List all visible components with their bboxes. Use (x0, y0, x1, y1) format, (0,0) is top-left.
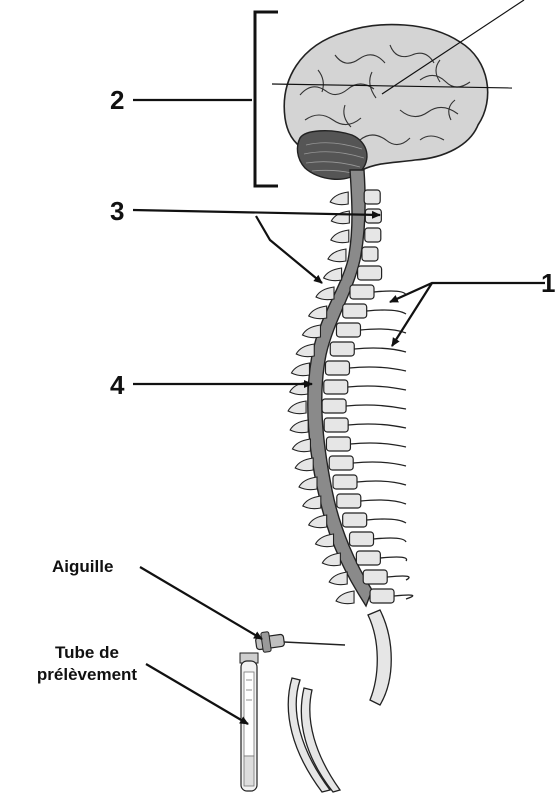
vertebra-body (358, 266, 382, 280)
spinal-nerve (394, 595, 413, 599)
vertebra-body (356, 551, 380, 565)
tube-label-line-1: Tube de (32, 642, 142, 664)
spinous-process (331, 230, 349, 243)
vertebra-body (322, 399, 346, 413)
spinous-process (329, 572, 347, 585)
spinal-nerve (353, 462, 406, 466)
spinal-nerve (374, 291, 406, 295)
spinous-process (292, 439, 310, 452)
needle-icon (255, 632, 345, 653)
spinous-process (316, 534, 334, 547)
spinous-process (288, 401, 306, 414)
vertebra-body (370, 589, 394, 603)
vertebra-body (350, 285, 374, 299)
vertebra-body (324, 380, 348, 394)
spinous-process (309, 515, 327, 528)
tube-label: Tube de prélèvement (32, 642, 142, 686)
vertebra-body (336, 323, 360, 337)
spinal-nerve (367, 310, 406, 314)
spinal-nerve (346, 405, 406, 409)
vertebra-body (363, 570, 387, 584)
spinal-nerve (350, 443, 406, 447)
spinous-process (330, 192, 348, 205)
leader-needle (140, 567, 262, 639)
spinous-process (324, 268, 342, 281)
spinous-process (328, 249, 346, 262)
vertebra-body (337, 494, 361, 508)
spinal-nerve (348, 386, 406, 390)
spinous-process (336, 591, 354, 604)
spinous-process (316, 287, 334, 300)
vertebra-body (324, 418, 348, 432)
spinous-process (296, 344, 314, 357)
vertebra-body (326, 437, 350, 451)
vertebra-body (330, 342, 354, 356)
spinous-process (291, 363, 309, 376)
spinous-process (290, 420, 308, 433)
vertebra-body (333, 475, 357, 489)
spinal-nerve (360, 329, 406, 333)
vertebra-body (329, 456, 353, 470)
spinous-process (299, 477, 317, 490)
leader-tube (146, 664, 248, 724)
needle-label: Aiguille (52, 556, 113, 578)
bracket-2 (255, 12, 278, 186)
vertebra-body (362, 247, 378, 261)
spinal-nerve (348, 424, 406, 428)
vertebra-body (364, 190, 380, 204)
spinal-nerve (354, 348, 406, 352)
label-1: 1 (541, 268, 555, 299)
spinal-nerve (387, 576, 409, 580)
spinal-nerve (367, 519, 406, 523)
spinal-nerve (357, 481, 406, 485)
label-4: 4 (110, 370, 124, 401)
spinous-process (322, 553, 340, 566)
spinous-process (331, 211, 349, 224)
vertebra-body (325, 361, 349, 375)
leader-1a (390, 283, 545, 302)
leader-3b (256, 216, 322, 283)
vertebra-body (350, 532, 374, 546)
spinous-process (295, 458, 313, 471)
label-3: 3 (110, 196, 124, 227)
spinal-nerve (374, 538, 406, 542)
vertebra-body (365, 228, 381, 242)
label-2: 2 (110, 85, 124, 116)
spinal-nerve (380, 557, 406, 561)
tube-label-line-2: prélèvement (32, 664, 142, 686)
spinous-process (302, 325, 320, 338)
spinal-nerve (349, 367, 406, 371)
vertebra-body (343, 304, 367, 318)
vertebra-body (343, 513, 367, 527)
spinous-process (309, 306, 327, 319)
sacrum-illustration (288, 610, 391, 792)
spinal-nerve (361, 500, 406, 504)
spinous-process (303, 496, 321, 509)
